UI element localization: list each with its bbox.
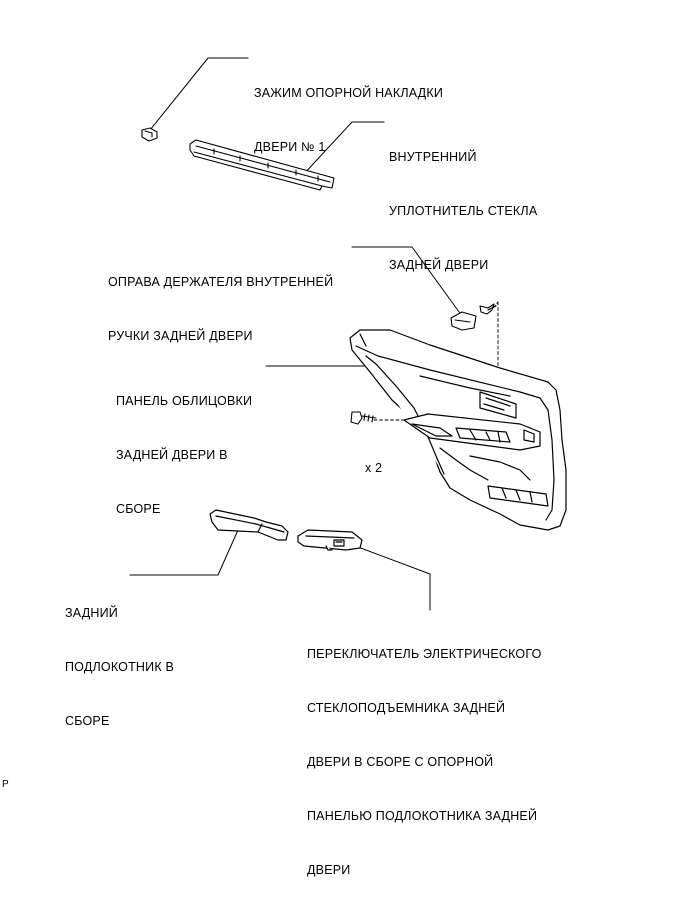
label-inside-handle-bezel: ОПРАВА ДЕРЖАТЕЛЯ ВНУТРЕННЕЙ РУЧКИ ЗАДНЕЙ… <box>108 237 333 363</box>
leader-lines <box>129 57 463 611</box>
label-line: СТЕКЛОПОДЪЕМНИКА ЗАДНЕЙ <box>307 701 506 715</box>
label-door-board-clip: ЗАЖИМ ОПОРНОЙ НАКЛАДКИ ДВЕРИ № 1 <box>254 48 443 174</box>
label-line: ЗАДНЕЙ ДВЕРИ <box>389 258 489 272</box>
corner-code: P <box>2 740 9 812</box>
inside-handle-bezel <box>450 311 477 331</box>
label-line: ПАНЕЛЬЮ ПОДЛОКОТНИКА ЗАДНЕЙ <box>307 809 538 823</box>
label-line: УПЛОТНИТЕЛЬ СТЕКЛА <box>389 204 538 218</box>
label-line: ДВЕРИ В СБОРЕ С ОПОРНОЙ <box>307 755 494 769</box>
label-line: x 2 <box>365 461 383 475</box>
leader-armrest <box>129 529 239 576</box>
rear-door-trim-panel <box>349 329 567 531</box>
label-line: ЗАДНИЙ <box>65 606 118 620</box>
label-line: P <box>2 779 9 790</box>
label-rear-door-trim-panel: ПАНЕЛЬ ОБЛИЦОВКИ ЗАДНЕЙ ДВЕРИ В СБОРЕ <box>116 356 252 536</box>
label-line: ПЕРЕКЛЮЧАТЕЛЬ ЭЛЕКТРИЧЕСКОГО <box>307 647 542 661</box>
label-screw-quantity: x 2 <box>365 423 382 495</box>
leader-handle-bezel <box>351 246 463 317</box>
label-line: ПОДЛОКОТНИК В <box>65 660 175 674</box>
exploded-parts-diagram <box>129 57 567 611</box>
inner-glass-weatherstrip <box>189 139 335 191</box>
label-power-window-switch-assembly: ПЕРЕКЛЮЧАТЕЛЬ ЭЛЕКТРИЧЕСКОГО СТЕКЛОПОДЪЕ… <box>307 609 542 897</box>
label-line: ВНУТРЕННИЙ <box>389 150 477 164</box>
label-line: ПАНЕЛЬ ОБЛИЦОВКИ <box>116 394 253 408</box>
label-line: ЗАЖИМ ОПОРНОЙ НАКЛАДКИ <box>254 86 444 100</box>
label-line: СБОРЕ <box>65 714 110 728</box>
leader-weatherstrip <box>301 121 385 177</box>
leader-switch <box>349 543 431 611</box>
label-line: ЗАДНЕЙ ДВЕРИ В <box>116 448 228 462</box>
label-line: ОПРАВА ДЕРЖАТЕЛЯ ВНУТРЕННЕЙ <box>108 275 334 289</box>
label-line: РУЧКИ ЗАДНЕЙ ДВЕРИ <box>108 329 253 343</box>
label-inner-glass-weatherstrip: ВНУТРЕННИЙ УПЛОТНИТЕЛЬ СТЕКЛА ЗАДНЕЙ ДВЕ… <box>389 112 537 292</box>
power-window-switch-assembly <box>297 529 363 551</box>
leader-clip <box>149 57 249 131</box>
door-board-clip <box>141 127 158 142</box>
bezel-screw <box>479 303 497 315</box>
rear-armrest-assembly <box>209 509 289 541</box>
panel-screw <box>350 411 377 425</box>
label-rear-armrest-assembly: ЗАДНИЙ ПОДЛОКОТНИК В СБОРЕ <box>65 568 174 748</box>
label-line: СБОРЕ <box>116 502 161 516</box>
label-line: ДВЕРИ <box>307 863 351 877</box>
label-line: ДВЕРИ № 1 <box>254 140 326 154</box>
